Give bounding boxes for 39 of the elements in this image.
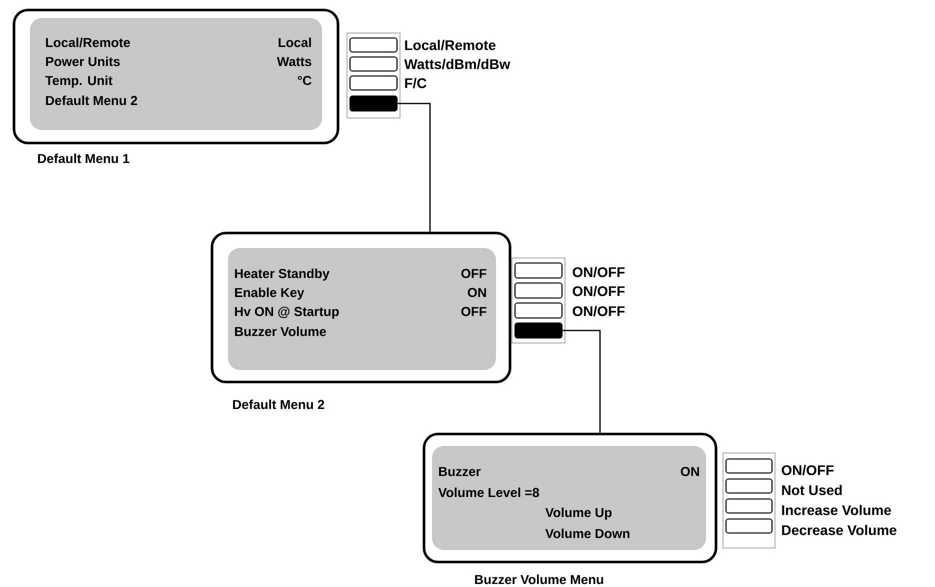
key-label: ON/OFF [572,266,625,278]
key-label: Watts/dBm/dBw [404,58,510,70]
screen-text: Volume Down [545,528,630,538]
screen-text: OFF [461,268,486,278]
key-label: Decrease Volume [782,524,896,536]
key-label: ON/OFF [782,464,834,476]
screen-text: Local/Remote [46,38,130,48]
screen-text: Buzzer Volume [235,326,326,336]
soft-key [349,95,398,112]
screen-text: Watts [276,57,312,66]
key-label: ON/OFF [572,306,625,316]
connector-line [398,102,431,232]
key-label: Local/Remote [405,40,496,50]
key-column-frame [722,452,776,548]
screen-text: Volume Up [545,508,612,520]
soft-key [514,322,563,339]
key-label: Not Used [782,484,842,496]
screen-text: ON [680,466,699,476]
key-label: F/C [405,78,426,88]
screen-text: Heater Standby [235,268,330,281]
panel-caption: Buzzer Volume Menu [475,574,604,584]
screen-text: Default Menu 2 [46,96,138,106]
screen-text: Power Units [46,56,120,66]
connector-line [562,330,601,433]
key-column-frame [346,32,400,118]
panel-caption: Default Menu 1 [38,154,130,164]
screen-text: Temp. Unit [45,76,112,88]
screen-text: ON [468,288,486,298]
screen-text: Enable Key [235,288,304,300]
screen-text: OFF [461,306,486,316]
screen-text: Volume Level =8 [438,488,540,498]
key-label: Increase Volume [782,504,891,516]
screen-text: Buzzer [439,467,481,476]
screen-text: Hv ON @ Startup [235,306,339,319]
screen-text: Local [278,38,311,48]
screen-text: °C [298,76,312,86]
panel-caption: Default Menu 2 [233,400,324,410]
key-column-frame [512,258,566,344]
key-label: ON/OFF [572,286,625,296]
